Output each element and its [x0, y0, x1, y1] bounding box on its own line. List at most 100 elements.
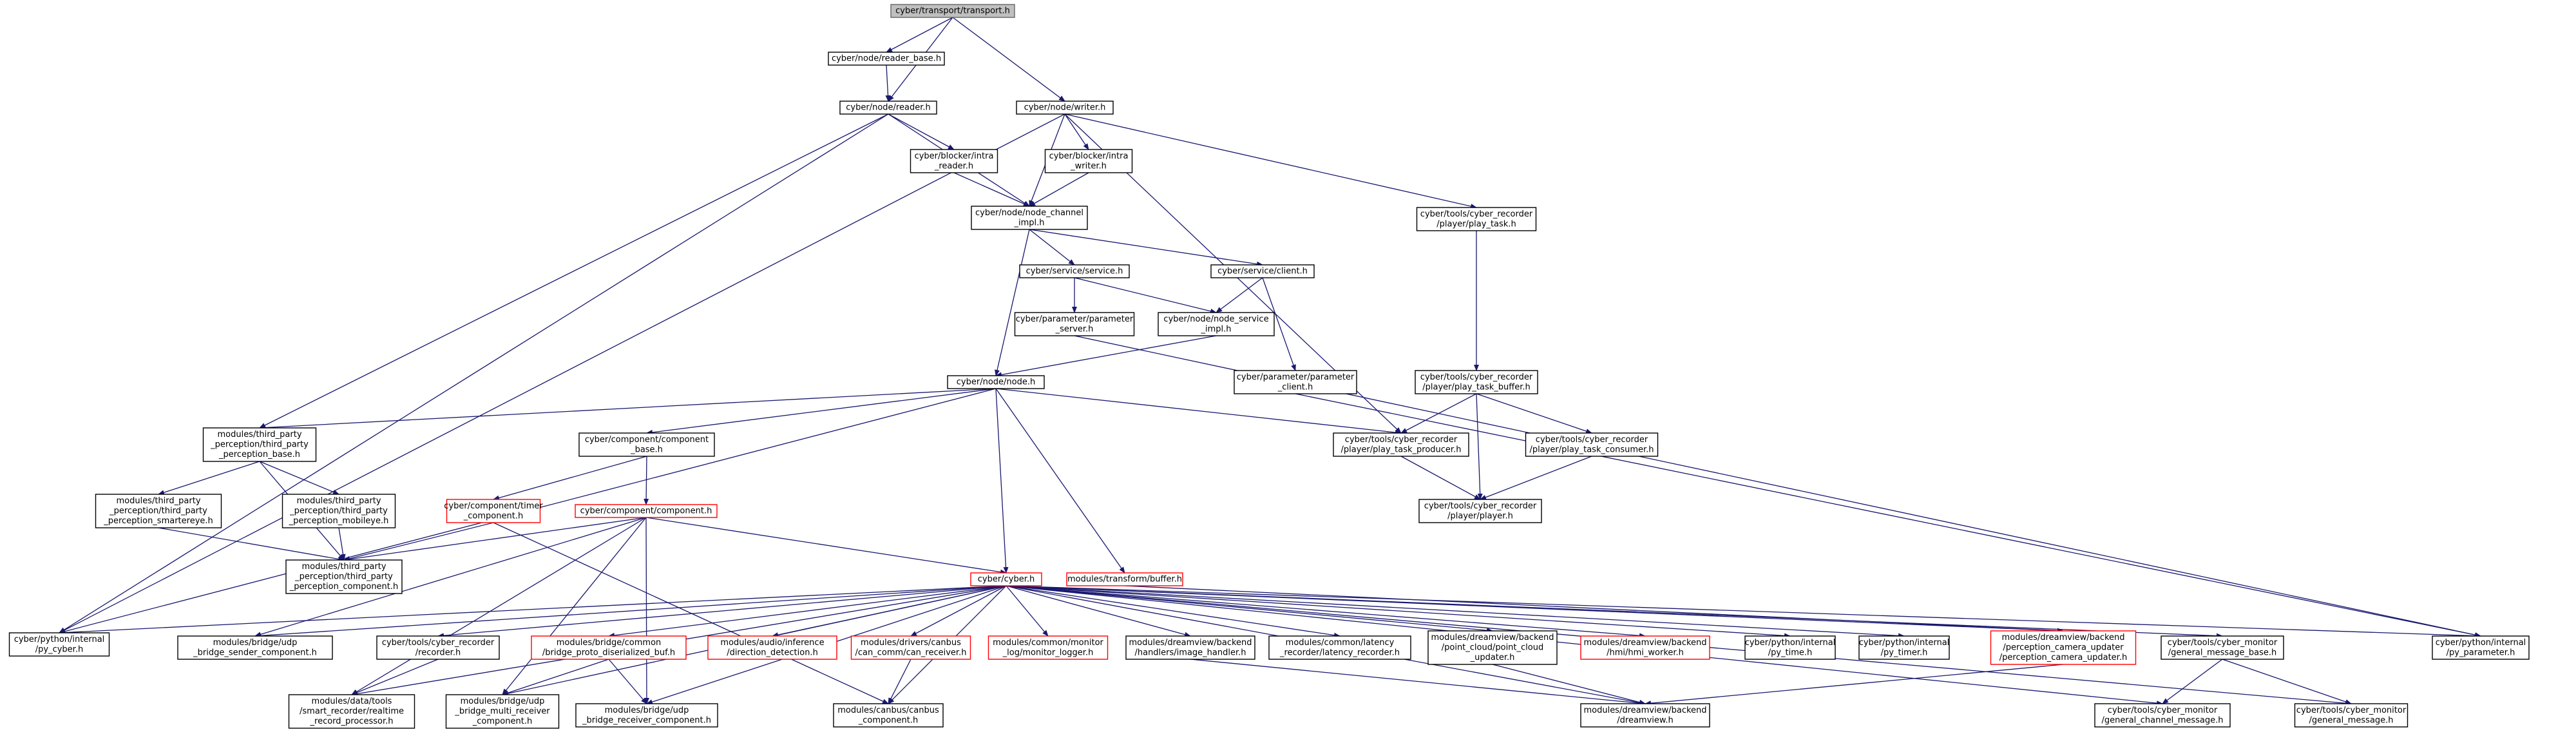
node-label: /can_comm/can_receiver.h: [855, 648, 967, 657]
edge-point_cloud_updater-to-dreamview: [1492, 664, 1646, 705]
node-cyber[interactable]: cyber/cyber.h: [970, 572, 1042, 586]
node-can-receiver[interactable]: modules/drivers/canbus/can_comm/can_rece…: [850, 635, 971, 660]
node-label: cyber/tools/cyber_monitor: [2108, 706, 2218, 715]
edge-timer_component-to-canbus_component: [493, 522, 889, 704]
node-box: [177, 635, 333, 660]
node-image-handler[interactable]: modules/dreamview/backend/handlers/image…: [1125, 635, 1255, 660]
node-py-parameter[interactable]: cyber/python/internal/py_parameter.h: [2432, 635, 2530, 660]
node-box: [1418, 499, 1542, 523]
node-player[interactable]: cyber/tools/cyber_recorder/player/player…: [1418, 499, 1542, 523]
edge-tp_base-to-tp_mobileye: [259, 461, 339, 495]
node-general-message-base[interactable]: cyber/tools/cyber_monitor/general_messag…: [2161, 635, 2284, 660]
node-label: /direction_detection.h: [727, 648, 818, 657]
node-label: cyber/blocker/intra: [915, 151, 994, 161]
node-timer-component[interactable]: cyber/component/timer_component.h: [444, 499, 543, 523]
node-realtime-record[interactable]: modules/data/tools/smart_recorder/realti…: [288, 694, 415, 729]
edge-param_client-to-py_parameter: [1295, 393, 2481, 638]
node-box: [1019, 264, 1130, 278]
node-service[interactable]: cyber/service/service.h: [1019, 264, 1130, 278]
node-box: [531, 635, 687, 660]
node-py-cyber[interactable]: cyber/python/internal/py_cyber.h: [8, 632, 110, 657]
edge-tp_smartereye-to-tp_component: [158, 527, 345, 562]
node-intra-reader[interactable]: cyber/blocker/intra_reader.h: [910, 149, 998, 173]
node-label: modules/third_party: [301, 562, 386, 572]
node-play-task-consumer[interactable]: cyber/tools/cyber_recorder/player/play_t…: [1525, 432, 1659, 457]
node-latency-recorder[interactable]: modules/common/latency_recorder/latency_…: [1268, 635, 1411, 660]
node-general-channel-message[interactable]: cyber/tools/cyber_monitor/general_channe…: [2094, 703, 2231, 728]
node-label: cyber/component/component: [585, 435, 709, 445]
edge-cyber-to-proto_buf: [608, 585, 1007, 638]
node-tp-component[interactable]: modules/third_party_perception/third_par…: [285, 559, 403, 594]
edge-node-to-transform_buffer: [995, 388, 1125, 574]
edge-component-to-receiver_component: [644, 517, 649, 704]
node-reader[interactable]: cyber/node/reader.h: [839, 101, 937, 115]
node-play-task-producer[interactable]: cyber/tools/cyber_recorder/player/play_t…: [1333, 432, 1469, 457]
node-writer[interactable]: cyber/node/writer.h: [1016, 101, 1114, 115]
node-label: _log/monitor_logger.h: [1002, 648, 1094, 657]
node-reader-base[interactable]: cyber/node/reader_base.h: [828, 52, 945, 66]
node-label: cyber/python/internal: [1859, 638, 1950, 648]
edge-general_message_base-to-general_message: [2222, 659, 2352, 704]
node-node-channel-impl[interactable]: cyber/node/node_channel_impl.h: [971, 206, 1088, 230]
node-label: cyber/node/reader_base.h: [832, 54, 941, 64]
node-box: [1416, 207, 1537, 231]
node-direction-detection[interactable]: modules/audio/inference/direction_detect…: [707, 635, 837, 660]
edge-node_channel_impl-to-service: [1029, 229, 1075, 266]
edge-cyber-to-can_receiver: [910, 585, 1007, 637]
node-box: [202, 427, 317, 462]
node-camera-updater[interactable]: modules/dreamview/backend/perception_cam…: [1990, 630, 2137, 665]
node-multi-receiver[interactable]: modules/bridge/udp_bridge_multi_receiver…: [445, 694, 560, 729]
node-py-timer[interactable]: cyber/python/internal/py_timer.h: [1858, 635, 1950, 660]
node-label: modules/dreamview/backend: [2001, 633, 2124, 642]
node-recorder[interactable]: cyber/tools/cyber_recorder/recorder.h: [376, 635, 500, 660]
node-label: _perception/third_party: [109, 507, 207, 516]
node-box: [1990, 630, 2137, 665]
node-box: [2294, 703, 2409, 728]
node-label: _recorder/latency_recorder.h: [1279, 648, 1400, 657]
node-intra-writer[interactable]: cyber/blocker/intra_writer.h: [1044, 149, 1133, 173]
node-bridge-sender[interactable]: modules/bridge/udp_bridge_sender_compone…: [177, 635, 333, 660]
node-label: cyber/tools/cyber_recorder: [1420, 372, 1533, 382]
node-proto-buf[interactable]: modules/bridge/common/bridge_proto_diser…: [531, 635, 687, 660]
edge-play_task_buffer-to-play_task_consumer: [1476, 393, 1592, 434]
edge-node_channel_impl-to-client: [1029, 229, 1263, 267]
node-label: _client.h: [1277, 382, 1313, 392]
edge-node-to-comp_base: [646, 388, 997, 435]
node-canbus-component[interactable]: modules/canbus/canbus_component.h: [833, 703, 944, 728]
node-tp-smartereye[interactable]: modules/third_party_perception/third_par…: [95, 494, 222, 528]
edge-can_receiver-to-canbus_component: [888, 659, 911, 704]
node-param-client[interactable]: cyber/parameter/parameter_client.h: [1234, 370, 1357, 394]
node-point-cloud-updater[interactable]: modules/dreamview/backend/point_cloud/po…: [1427, 630, 1558, 665]
node-node-service-impl[interactable]: cyber/node/node_service_impl.h: [1158, 312, 1275, 336]
node-label: _reader.h: [934, 161, 973, 171]
node-comp-base[interactable]: cyber/component/component_base.h: [578, 432, 715, 457]
node-transport[interactable]: cyber/transport/transport.h: [890, 4, 1015, 18]
node-label: modules/canbus/canbus: [837, 706, 939, 715]
edge-node-to-tp_base: [259, 388, 997, 430]
node-tp-mobileye[interactable]: modules/third_party_perception/third_par…: [281, 494, 396, 528]
node-component[interactable]: cyber/component/component.h: [575, 504, 718, 518]
node-dreamview[interactable]: modules/dreamview/backend/dreamview.h: [1580, 703, 1710, 728]
node-hmi-worker[interactable]: modules/dreamview/backend/hmi/hmi_worker…: [1580, 635, 1710, 660]
node-label: _impl.h: [1200, 324, 1231, 334]
node-receiver-component[interactable]: modules/bridge/udp_bridge_receiver_compo…: [575, 703, 718, 728]
node-param-server[interactable]: cyber/parameter/parameter_server.h: [1014, 312, 1135, 336]
node-tp-base[interactable]: modules/third_party_perception/third_par…: [202, 427, 317, 462]
node-label: cyber/cyber.h: [978, 575, 1035, 584]
node-node[interactable]: cyber/node/node.h: [947, 375, 1045, 389]
edge-node-to-play_task_producer: [995, 388, 1402, 435]
node-monitor-logger[interactable]: modules/common/monitor_log/monitor_logge…: [987, 635, 1109, 660]
edge-general_message_base-to-general_channel_message: [2162, 659, 2223, 704]
node-box: [910, 149, 998, 173]
node-box: [971, 206, 1088, 230]
node-play-task[interactable]: cyber/tools/cyber_recorder/player/play_t…: [1416, 207, 1537, 231]
node-py-time[interactable]: cyber/python/internal/py_time.h: [1744, 635, 1836, 660]
edge-writer-to-intra_writer: [1064, 113, 1089, 150]
node-play-task-buffer[interactable]: cyber/tools/cyber_recorder/player/play_t…: [1415, 370, 1538, 394]
node-client[interactable]: cyber/service/client.h: [1210, 264, 1315, 278]
node-box: [1525, 432, 1659, 457]
node-general-message[interactable]: cyber/tools/cyber_monitor/general_messag…: [2294, 703, 2409, 728]
node-transform-buffer[interactable]: modules/transform/buffer.h: [1066, 572, 1183, 586]
node-label: _perception/third_party: [294, 572, 393, 582]
